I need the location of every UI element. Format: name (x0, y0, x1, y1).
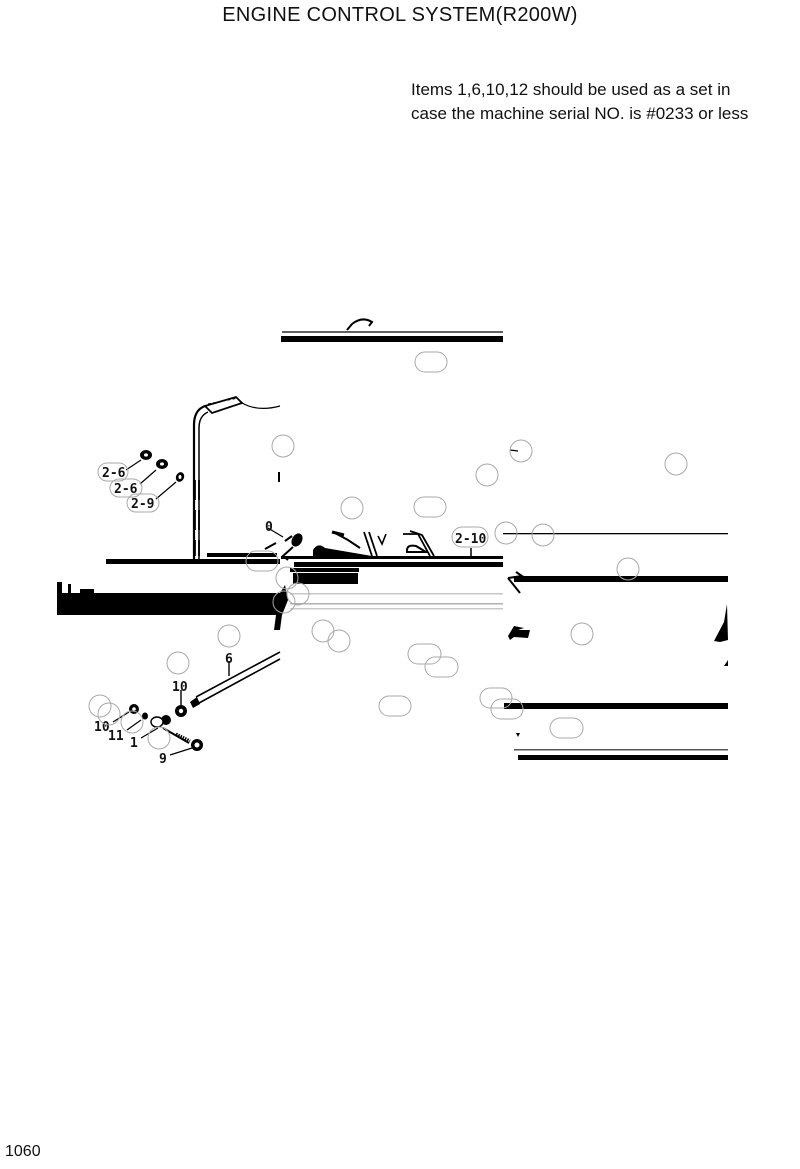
hotspot-callouts (88, 351, 688, 750)
hotspot-21[interactable] (166, 651, 190, 675)
label-2-6-a: 2-6 (102, 466, 126, 481)
frame-block (57, 568, 503, 630)
label-11: 11 (108, 729, 124, 744)
label-10-a: 10 (172, 680, 188, 695)
label-10-b: 10 (94, 720, 110, 735)
hotspot-17[interactable] (327, 629, 351, 653)
hotspot-28[interactable] (490, 698, 524, 720)
hotspot-7[interactable] (413, 496, 447, 518)
label-9: 9 (159, 752, 167, 767)
hotspot-9[interactable] (531, 523, 555, 547)
hotspot-22[interactable] (88, 694, 112, 718)
callout-2-6-b[interactable] (109, 478, 143, 498)
hotspot-1[interactable] (414, 351, 448, 373)
hotspot-5[interactable] (664, 452, 688, 476)
hotspot-15[interactable] (217, 624, 241, 648)
hotspot-2[interactable] (271, 434, 295, 458)
label-1: 1 (130, 736, 138, 751)
hotspot-23[interactable] (97, 702, 121, 726)
callout-2-9[interactable] (126, 493, 160, 513)
hotspot-27[interactable] (479, 687, 513, 709)
pedal-lever (192, 395, 281, 560)
hotspot-13[interactable] (286, 582, 310, 606)
label-2-6-b: 2-6 (114, 482, 138, 497)
hotspot-11[interactable] (275, 566, 299, 590)
hotspot-20[interactable] (424, 656, 459, 678)
assembly-note: Items 1,6,10,12 should be used as a set … (411, 78, 748, 126)
note-line-1: Items 1,6,10,12 should be used as a set … (411, 80, 731, 99)
hotspot-3[interactable] (509, 439, 533, 463)
hotspot-19[interactable] (407, 643, 442, 665)
right-fragments (504, 449, 728, 760)
nut-washer-group (125, 450, 185, 500)
label-2-9: 2-9 (131, 497, 154, 512)
main-rods (106, 533, 728, 594)
callout-2-10[interactable] (451, 526, 489, 548)
note-line-2: case the machine serial NO. is #0233 or … (411, 104, 749, 123)
hotspot-16[interactable] (311, 619, 335, 643)
hotspot-6[interactable] (340, 496, 364, 520)
upper-rod (281, 318, 503, 342)
linkage-components (264, 527, 472, 561)
hotspot-12[interactable] (616, 557, 640, 581)
hotspot-24[interactable] (120, 710, 144, 734)
hotspot-26[interactable] (378, 695, 412, 717)
part-labels: 2-6 2-6 2-9 2-10 6 10 10 11 1 9 0 (94, 462, 489, 767)
lower-rod-assembly (112, 651, 281, 756)
label-0: 0 (265, 520, 273, 535)
hotspot-10[interactable] (245, 550, 279, 572)
hotspot-25[interactable] (147, 726, 171, 750)
hotspot-29[interactable] (549, 717, 584, 739)
page-number: 1060 (5, 1143, 41, 1160)
page-title: ENGINE CONTROL SYSTEM(R200W) (222, 4, 578, 26)
hotspot-14[interactable] (272, 590, 296, 614)
hotspot-4[interactable] (475, 463, 499, 487)
hotspot-8[interactable] (494, 521, 518, 545)
label-6: 6 (225, 652, 233, 667)
dash-lines (194, 472, 280, 556)
hotspot-18[interactable] (570, 622, 594, 646)
label-2-10: 2-10 (455, 532, 486, 547)
